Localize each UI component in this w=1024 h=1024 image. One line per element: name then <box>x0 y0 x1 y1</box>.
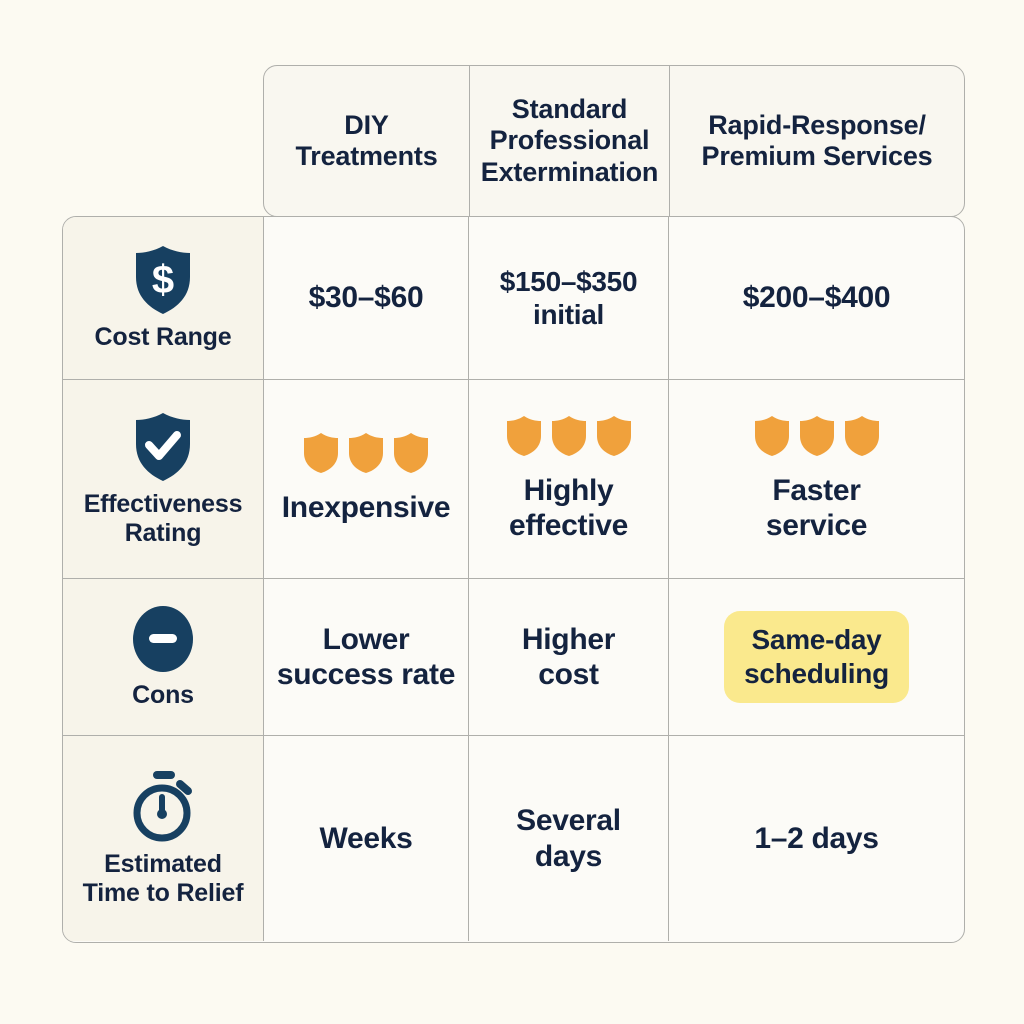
table-cell: Several days <box>469 736 669 941</box>
effectiveness-rating-shields <box>754 415 880 457</box>
rating-shield-icon <box>844 415 879 456</box>
table-body: $ Cost Range $30–$60 $150–$350 initial $… <box>62 216 965 943</box>
table-row: $ Cost Range $30–$60 $150–$350 initial $… <box>63 217 964 380</box>
cell-value: $30–$60 <box>308 281 424 315</box>
table-cell: Highly effective <box>469 380 669 578</box>
table-cell: Higher cost <box>469 579 669 735</box>
cell-value: $150–$350 initial <box>499 265 638 330</box>
cell-value: Higher cost <box>521 622 616 691</box>
table-cell: $30–$60 <box>264 217 469 379</box>
column-header-rapid: Rapid-Response/ Premium Services <box>669 66 964 216</box>
row-label-estimated-time-to-relief: Estimated Time to Relief <box>63 736 264 941</box>
column-header-label: DIY Treatments <box>295 109 438 171</box>
rating-shield-icon <box>799 415 834 456</box>
cell-value: $200–$400 <box>742 281 891 315</box>
column-header-diy: DIY Treatments <box>264 66 469 216</box>
rating-shield-icon <box>754 415 789 456</box>
table-cell: $200–$400 <box>669 217 964 379</box>
row-label-text: Estimated Time to Relief <box>82 850 244 907</box>
effectiveness-rating-shields <box>506 415 632 457</box>
shield-check-icon <box>132 411 194 483</box>
table-header-row: DIY Treatments Standard Professional Ext… <box>263 65 965 217</box>
table-row: Estimated Time to Relief Weeks Several d… <box>63 736 964 941</box>
column-header-standard: Standard Professional Extermination <box>469 66 669 216</box>
minus-circle-icon <box>131 604 195 674</box>
shield-dollar-icon: $ <box>132 244 194 316</box>
table-cell: Weeks <box>264 736 469 941</box>
table-cell: $150–$350 initial <box>469 217 669 379</box>
cell-value-highlight: Same-day scheduling <box>724 611 909 703</box>
table-cell-highlighted: Same-day scheduling <box>669 579 964 735</box>
cell-value: Inexpensive <box>281 491 451 525</box>
cell-value: Lower success rate <box>276 622 456 691</box>
rating-shield-icon <box>394 433 428 474</box>
cell-value: 1–2 days <box>754 821 879 855</box>
table-row: Cons Lower success rate Higher cost Same… <box>63 579 964 736</box>
svg-text:$: $ <box>152 258 174 302</box>
row-label-text: Cost Range <box>94 323 232 352</box>
table-cell: Lower success rate <box>264 579 469 735</box>
rating-shield-icon <box>304 433 338 474</box>
rating-shield-icon <box>506 415 541 456</box>
row-label-cost-range: $ Cost Range <box>63 217 264 379</box>
rating-shield-icon <box>349 433 383 474</box>
table-row: Effectiveness Rating Inexpensive Highly … <box>63 380 964 579</box>
rating-shield-icon <box>551 415 586 456</box>
cell-value: Highly effective <box>508 473 629 542</box>
rating-shield-icon <box>596 415 631 456</box>
row-label-text: Cons <box>132 681 194 710</box>
column-header-label: Standard Professional Extermination <box>480 94 659 187</box>
row-label-cons: Cons <box>63 579 264 735</box>
row-label-text: Effectiveness Rating <box>83 489 243 547</box>
row-label-effectiveness-rating: Effectiveness Rating <box>63 380 264 578</box>
cell-value: Several days <box>516 804 621 873</box>
table-cell: 1–2 days <box>669 736 964 941</box>
table-cell: Inexpensive <box>264 380 469 578</box>
effectiveness-rating-shields <box>303 432 429 474</box>
cell-value: Faster service <box>765 473 868 542</box>
column-header-label: Rapid-Response/ Premium Services <box>701 109 933 171</box>
cell-value: Weeks <box>319 821 413 855</box>
stopwatch-icon <box>128 769 198 843</box>
table-cell: Faster service <box>669 380 964 578</box>
